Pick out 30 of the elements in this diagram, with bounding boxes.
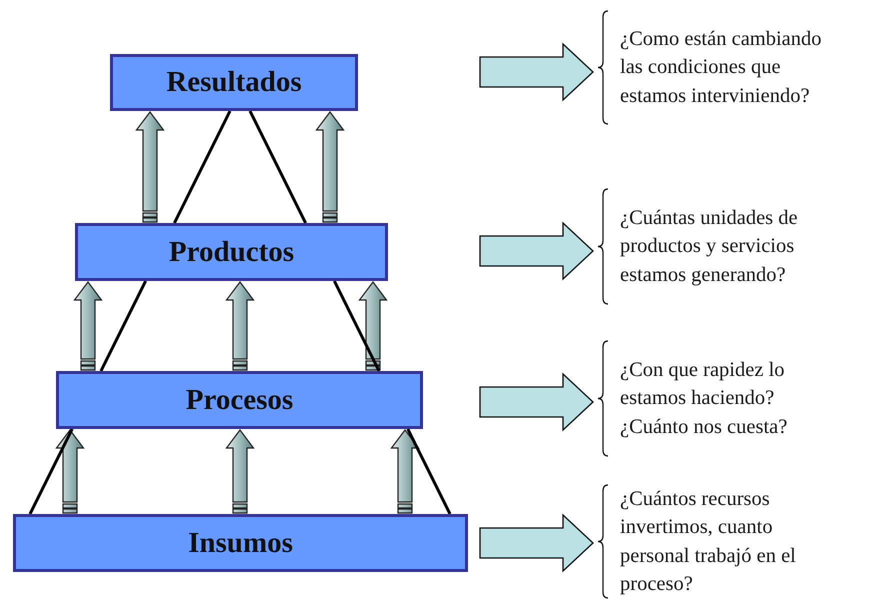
level-box (56, 371, 423, 429)
level-box (13, 514, 468, 572)
level-title: Insumos (188, 528, 293, 558)
question-text: ¿Con que rapidez lo estamos haciendo? ¿Cuánto nos cuesta? (620, 358, 788, 440)
up-arrow (358, 281, 388, 371)
pyramid-line (406, 428, 452, 515)
block-arrow (479, 372, 594, 432)
pyramid-line (28, 428, 74, 515)
pyramid-line (333, 280, 380, 372)
question-text: ¿Cuántos recursos invertimos, cuanto personal trabajó en el proceso? (620, 486, 797, 597)
level-title: Productos (168, 238, 294, 266)
level-box (110, 54, 358, 111)
up-arrow (225, 281, 255, 371)
question-text: ¿Como están cambiando las condiciones que estamos interviniendo? (620, 26, 823, 109)
block-arrow (479, 222, 594, 280)
block-arrow (479, 42, 594, 102)
up-arrow (225, 429, 255, 514)
level-title: Procesos (186, 386, 294, 414)
pyramid-line (248, 110, 307, 224)
question-text: ¿Cuántas unidades de productos y servicios estamos generando? (620, 206, 799, 288)
up-arrow (73, 281, 103, 371)
block-arrow (479, 514, 594, 572)
up-arrow (55, 429, 85, 514)
up-arrow (315, 111, 345, 223)
up-arrow (135, 111, 165, 223)
pyramid-line (173, 110, 232, 224)
level-box (75, 223, 388, 281)
up-arrow (390, 429, 420, 514)
pyramid-line (100, 280, 147, 372)
level-title: Resultados (166, 68, 302, 97)
